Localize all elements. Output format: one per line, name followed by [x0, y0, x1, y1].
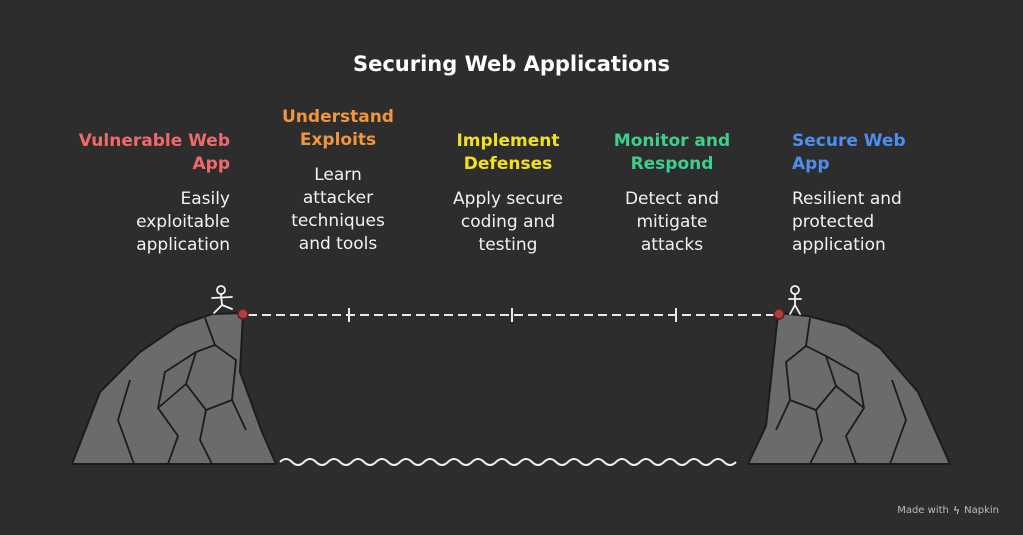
- desc-line: mitigate: [636, 212, 708, 232]
- water-waves: [279, 458, 737, 466]
- desc-line: Detect and: [624, 189, 720, 209]
- desc-line: Apply secure: [453, 189, 563, 209]
- stage-description: Learn attacker techniques and tools: [268, 164, 408, 256]
- stage-heading: Monitor and Respond: [596, 130, 748, 176]
- desc-line: attacker: [302, 188, 374, 208]
- desc-line: protected: [792, 212, 875, 232]
- desc-line: application: [792, 235, 886, 255]
- desc-line: Resilient and: [792, 189, 902, 209]
- diagram-title: Securing Web Applications: [352, 52, 671, 76]
- stage-heading: Vulnerable Web App: [60, 130, 230, 176]
- heading-line: Exploits: [299, 130, 377, 150]
- desc-line: techniques: [291, 211, 385, 231]
- footer-watermark: Made with ϟ Napkin: [897, 504, 999, 517]
- desc-line: application: [136, 235, 230, 255]
- stage-vulnerable-web-app: Vulnerable Web App Easily exploitable ap…: [60, 130, 230, 257]
- heading-line: Monitor and: [613, 131, 731, 151]
- desc-line: testing: [478, 235, 538, 255]
- stage-monitor-and-respond: Monitor and Respond Detect and mitigate …: [596, 130, 748, 257]
- heading-line: Respond: [630, 154, 714, 174]
- stick-figure-standing-icon: [788, 285, 802, 315]
- stage-description: Apply secure coding and testing: [432, 188, 584, 257]
- desc-line: and tools: [298, 234, 378, 254]
- stage-heading: Understand Exploits: [268, 106, 408, 152]
- brand-label: Napkin: [964, 505, 999, 516]
- stage-heading: Secure Web App: [792, 130, 962, 176]
- rope-anchor-right: [773, 308, 785, 320]
- napkin-bolt-icon: ϟ: [952, 504, 961, 517]
- stage-understand-exploits: Understand Exploits Learn attacker techn…: [268, 106, 408, 256]
- stick-figure-walking-icon: [211, 285, 233, 314]
- heading-line: App: [792, 154, 830, 174]
- desc-line: Learn: [314, 165, 362, 185]
- desc-line: coding and: [460, 212, 556, 232]
- stage-heading: Implement Defenses: [432, 130, 584, 176]
- left-cliff: [71, 312, 277, 465]
- desc-line: exploitable: [136, 212, 230, 232]
- made-with-label: Made with: [897, 505, 949, 516]
- heading-line: Understand: [282, 107, 394, 127]
- stage-description: Resilient and protected application: [792, 188, 962, 257]
- stage-secure-web-app: Secure Web App Resilient and protected a…: [792, 130, 962, 257]
- heading-line: Implement: [456, 131, 560, 151]
- heading-line: Defenses: [463, 154, 553, 174]
- stage-description: Detect and mitigate attacks: [596, 188, 748, 257]
- desc-line: Easily: [180, 189, 230, 209]
- desc-line: attacks: [640, 235, 704, 255]
- stage-description: Easily exploitable application: [60, 188, 230, 257]
- heading-line: Secure Web: [792, 131, 906, 151]
- heading-line: Vulnerable Web: [78, 131, 230, 151]
- heading-line: App: [192, 154, 231, 174]
- rope-anchor-left: [237, 308, 249, 320]
- stage-implement-defenses: Implement Defenses Apply secure coding a…: [432, 130, 584, 257]
- right-cliff: [747, 312, 951, 465]
